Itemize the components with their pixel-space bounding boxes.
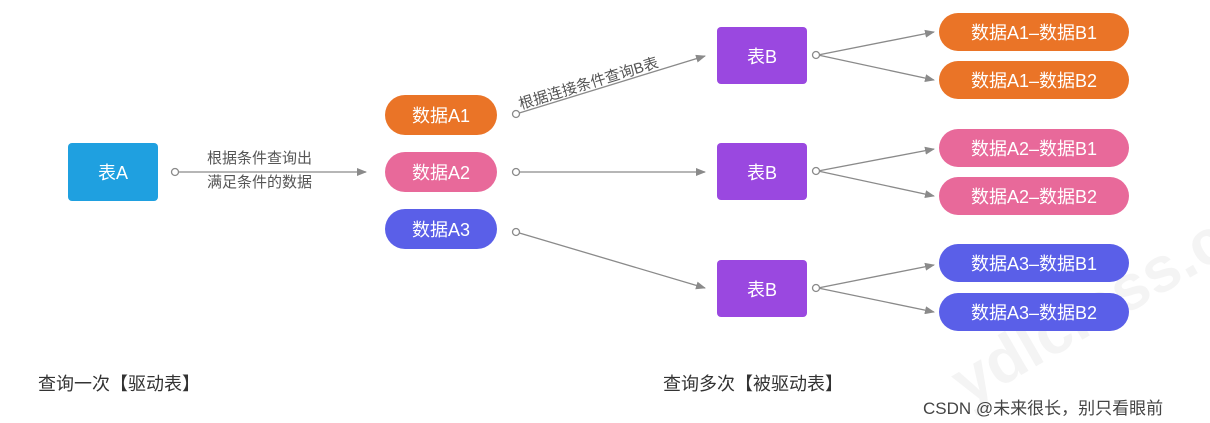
table-b-node-1: 表B [717,27,807,84]
edge-a1-to-tableb1 [515,54,706,115]
edge-label-query: 根据条件查询出 满足条件的数据 [207,147,312,195]
row-a1-node: 数据A1 [385,95,497,135]
caption-driving-table: 查询一次【驱动表】 [38,374,200,394]
table-a-node: 表A [68,143,158,201]
edge-a3-to-tableb3 [515,231,706,290]
edge-b2-to-r2 [817,170,935,199]
caption-driven-table: 查询多次【被驱动表】 [663,374,843,394]
result-a2-b1: 数据A2–数据B1 [939,129,1129,167]
table-b-node-3: 表B [717,260,807,317]
csdn-watermark: CSDN @未来很长，别只看眼前 [923,399,1164,418]
result-a3-b2: 数据A3–数据B2 [939,293,1129,331]
edge-label-query-line2: 满足条件的数据 [207,174,313,191]
result-a1-b2: 数据A1–数据B2 [939,61,1129,99]
edge-b3-to-r2 [817,287,935,315]
edge-label-query-line1: 根据条件查询出 [207,150,313,167]
result-a3-b1: 数据A3–数据B1 [939,244,1129,282]
table-b-node-2: 表B [717,143,807,200]
row-a3-node: 数据A3 [385,209,497,249]
result-a2-b2: 数据A2–数据B2 [939,177,1129,215]
edge-b1-to-r1 [817,29,935,56]
result-a1-b1: 数据A1–数据B1 [939,13,1129,51]
row-a2-node: 数据A2 [385,152,497,192]
edge-b1-to-r2 [817,54,935,83]
edge-b2-to-r1 [817,146,935,172]
edge-b3-to-r1 [817,262,935,289]
